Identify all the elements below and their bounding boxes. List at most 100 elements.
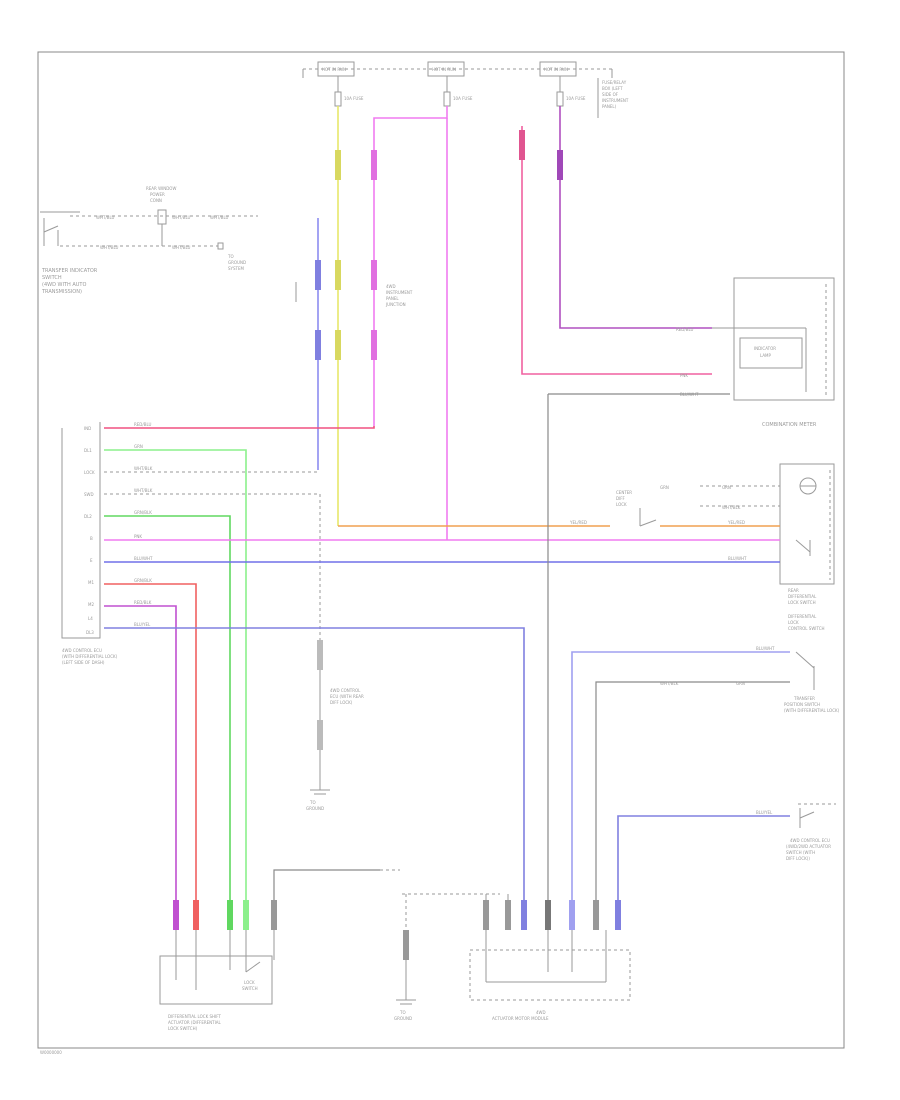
svg-text:DIFFERENTIAL: DIFFERENTIAL [788,594,817,599]
svg-text:WHT/BLK: WHT/BLK [134,466,153,471]
svg-text:GRN: GRN [736,681,745,686]
svg-text:GRN: GRN [134,444,143,449]
transfer-indicator-switch: WHT/BLU WHT/BLU WHT/BLU WHT/BLU WHT/BLU … [40,211,258,295]
svg-text:WHT/BLK: WHT/BLK [660,681,679,686]
svg-text:GRN/BLK: GRN/BLK [134,510,152,515]
inline-connectors [315,130,563,360]
svg-text:LOCK SWITCH: LOCK SWITCH [788,600,816,605]
svg-text:WHT/BLU: WHT/BLU [172,215,191,220]
svg-text:CONTROL SWITCH: CONTROL SWITCH [788,626,825,631]
svg-text:CONN: CONN [150,198,162,203]
svg-text:YEL/RED: YEL/RED [727,520,745,525]
combination-meter-label: COMBINATION METER [762,422,817,428]
module-connectors [483,900,621,930]
svg-text:YEL/RED: YEL/RED [569,520,587,525]
svg-text:IND: IND [84,426,91,431]
4wd-actuator-module-label: ACTUATOR MOTOR MODULE [492,1016,549,1021]
diff-lock-shift-actuator: LOCK SWITCH DIFFERENTIAL LOCK SHIFT ACTU… [159,869,400,1031]
svg-text:RED/BLK: RED/BLK [134,600,152,605]
svg-text:ECU (WITH REAR: ECU (WITH REAR [330,694,364,699]
svg-text:WHT/BLU: WHT/BLU [210,215,229,220]
svg-text:DIFF: DIFF [616,496,626,501]
svg-text:GROUND: GROUND [306,806,324,811]
ground-label-a: TO GROUND SYSTEM [217,242,246,271]
svg-text:RED/BLU: RED/BLU [134,422,152,427]
svg-text:SWITCH: SWITCH [242,986,258,991]
svg-text:GROUND: GROUND [228,260,246,265]
svg-text:PANEL): PANEL) [602,104,617,109]
indicator-lamp-label: INDICATOR [754,346,776,351]
svg-text:DIFF LOCK): DIFF LOCK) [330,700,353,705]
ecu-pin-labels: IND DL1 LOCK SWD DL2 B E M1 M2 L4 DL3 [84,426,95,635]
transfer-position-switch: BLU/WHT WHT/BLK GRN TRANSFER POSITION SW… [571,646,840,910]
differential-control-label: DIFFERENTIAL [788,614,817,619]
svg-text:WHT/BLU: WHT/BLU [100,245,119,250]
svg-text:GRN/BLK: GRN/BLK [134,578,152,583]
svg-text:LOCK SWITCH): LOCK SWITCH) [168,1026,198,1031]
diagram-border [37,51,845,1049]
ecu-signal-wires: RED/BLU GRN WHT/BLK WHT/BLK GRN/BLK PNK … [104,394,780,910]
svg-text:TRANSFER INDICATOR: TRANSFER INDICATOR [41,268,98,274]
svg-text:WHT/BLU: WHT/BLU [96,215,115,220]
svg-text:LOCK: LOCK [788,620,799,625]
svg-text:TO: TO [399,1010,406,1015]
svg-text:BLU/YEL: BLU/YEL [134,622,151,627]
svg-text:(WITH DIFFERENTIAL LOCK): (WITH DIFFERENTIAL LOCK) [62,654,118,659]
svg-text:FUSE/RELAY: FUSE/RELAY [602,80,627,85]
ecu-label: 4WD CONTROL ECU [62,648,102,653]
svg-text:PNK: PNK [134,534,142,539]
svg-text:SYSTEM: SYSTEM [228,266,244,271]
4wd-actuator-switch: BLU/YEL 4WD CONTROL ECU (4WD/2WD ACTUATO… [617,803,836,910]
svg-text:POWER: POWER [150,192,165,197]
svg-text:(4WD/2WD ACTUATOR: (4WD/2WD ACTUATOR [786,844,831,849]
svg-text:LOCK: LOCK [616,502,627,507]
svg-text:(LEFT SIDE OF DASH): (LEFT SIDE OF DASH) [62,660,105,665]
fuse-relay-note: FUSE/RELAY BOX (LEFT SIDE OF INSTRUMENT … [597,78,629,118]
ground-c: TO GROUND [394,894,416,1021]
svg-text:TRANSMISSION): TRANSMISSION) [41,289,82,295]
fuse-feed-wires: 4WD INSTRUMENT PANEL JUNCTION [295,106,712,540]
fuse-box-label-2: HOT IN RUN [432,67,456,72]
svg-text:CENTER: CENTER [616,490,632,495]
ground-b-label: TO [309,800,316,805]
svg-text:PANEL: PANEL [386,296,399,301]
svg-text:B: B [90,536,93,541]
svg-text:WHT/BLK: WHT/BLK [134,488,153,493]
svg-text:INSTRUMENT: INSTRUMENT [602,98,629,103]
fuse-box-label-1: HOT IN RUN [322,67,346,72]
svg-text:INSTRUMENT: INSTRUMENT [386,290,413,295]
lock-switch-label: LOCK [244,980,255,985]
fuse-label-3: 10A FUSE [566,96,586,101]
svg-text:SWITCH: SWITCH [42,275,62,281]
svg-text:DL2: DL2 [84,514,92,519]
svg-text:TRANSFER: TRANSFER [793,696,815,701]
svg-text:SIDE OF: SIDE OF [602,92,619,97]
svg-text:BLU/WHT: BLU/WHT [756,646,775,651]
svg-text:BLU/YEL: BLU/YEL [756,810,773,815]
svg-text:M1: M1 [88,580,94,585]
front-diff-actuator-label: DIFFERENTIAL LOCK SHIFT [168,1014,221,1019]
svg-text:4WD: 4WD [386,284,396,289]
svg-text:TO: TO [227,254,234,259]
svg-text:REAR WINDOW: REAR WINDOW [146,186,176,191]
svg-text:SWITCH (WITH: SWITCH (WITH [786,850,815,855]
svg-text:L4: L4 [88,616,93,621]
footer-code: W0000000 [40,1050,62,1055]
ecu-ground-branch: 4WD CONTROL ECU (WITH REAR DIFF LOCK) TO… [306,640,364,811]
svg-text:GRN: GRN [722,485,731,490]
rear-diff-lock-cluster: CENTER DIFF LOCK GRN GRN WHT/BLK REAR DI… [616,463,835,631]
svg-text:M2: M2 [88,602,94,607]
rear-window-power-connector: REAR WINDOW POWER CONN [146,186,176,246]
svg-text:WHT/BLU: WHT/BLU [172,245,191,250]
4wd-control-ecu: IND DL1 LOCK SWD DL2 B E M1 M2 L4 DL3 4W… [61,422,118,665]
svg-text:SWD: SWD [84,492,94,497]
svg-text:DL1: DL1 [84,448,92,453]
fuse-bus: HOT IN RUN HOT IN RUN HOT IN RUN 10A FUS… [302,61,629,118]
svg-text:LAMP: LAMP [760,353,772,358]
svg-text:PNK: PNK [680,373,688,378]
svg-text:BOX (LEFT: BOX (LEFT [602,86,623,91]
svg-text:JUNCTION: JUNCTION [385,302,406,307]
center-diff-lock-label: CENTER DIFF LOCK [616,490,632,507]
svg-text:WHT/BLK: WHT/BLK [722,505,741,510]
